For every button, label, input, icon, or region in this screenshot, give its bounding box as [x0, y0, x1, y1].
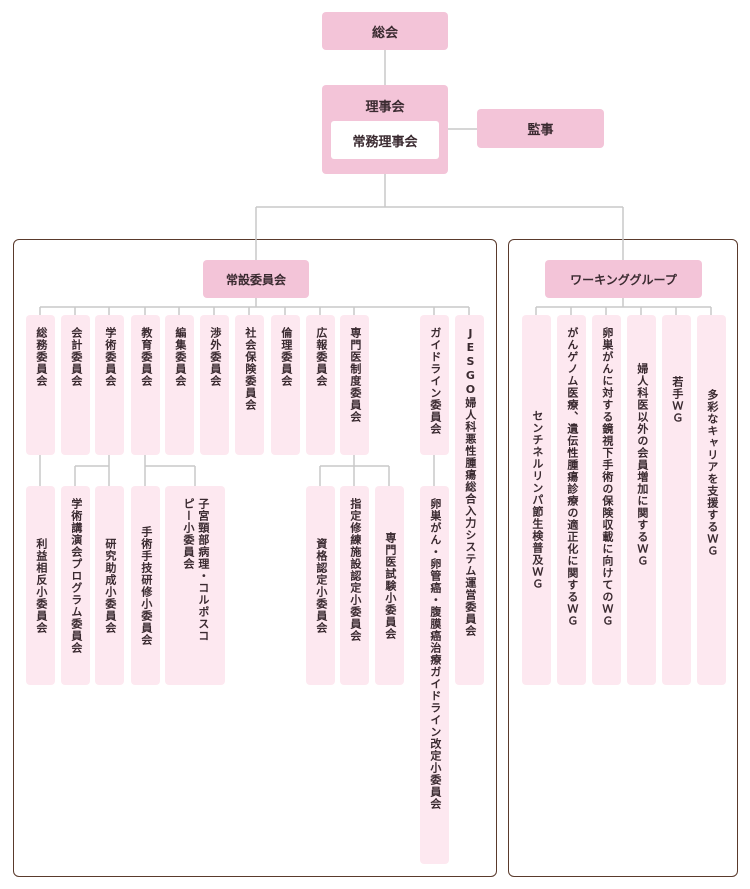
wg-cancer-genome: がんゲノム医療、遺伝性腫瘍診療の適正化に関するＷＧ: [557, 315, 586, 685]
committee-label: JESGO婦人科悪性腫瘍総合入力システム運営委員会: [463, 327, 477, 637]
board-label: 理事会: [365, 100, 405, 115]
wg-young-members: 若手ＷＧ: [662, 315, 691, 685]
subcommittee-label: 専門医試験小委員会: [383, 531, 397, 640]
wg-label: がんゲノム医療、遺伝性腫瘍診療の適正化に関するＷＧ: [565, 327, 579, 627]
committee-label: 学術委員会: [103, 327, 117, 387]
wg-label: センチネルリンパ節生検普及ＷＧ: [530, 410, 544, 590]
committee-label: 渉外委員会: [208, 327, 222, 387]
committee-label: 専門医制度委員会: [348, 327, 362, 423]
committee-label: 教育委員会: [139, 327, 153, 387]
committee-education: 教育委員会: [131, 315, 160, 455]
wg-laparoscopic-insurance: 卵巣がんに対する鏡視下手術の保険収載に向けてのＷＧ: [592, 315, 621, 685]
committee-label: 総務委員会: [34, 327, 48, 387]
committee-accounting: 会計委員会: [61, 315, 90, 455]
wg-label: 多彩なキャリアを支援するＷＧ: [705, 388, 719, 557]
subcommittee-cervical-pathology: 子宮頸部病理・コルポスコピー小委員会: [165, 486, 225, 685]
subcommittee-label: 卵巣がん・卵管癌・腹膜癌治療ガイドライン改定小委員会: [428, 498, 442, 810]
standing-committee-title: 常設委員会: [225, 272, 286, 287]
committee-specialist-system: 専門医制度委員会: [340, 315, 369, 455]
standing-committee-header: 常設委員会: [203, 260, 309, 298]
general-assembly-box: 総会: [322, 12, 448, 50]
wg-label: 若手ＷＧ: [670, 376, 684, 424]
committee-label: 広報委員会: [314, 327, 328, 387]
subcommittee-label: 学術講演会プログラム委員会: [69, 498, 83, 654]
subcommittee-label: 指定修練施設認定小委員会: [348, 498, 362, 642]
subcommittee-surgical-training: 手術手技研修小委員会: [131, 486, 160, 685]
wg-sentinel-lymph-node: センチネルリンパ節生検普及ＷＧ: [522, 315, 551, 685]
subcommittee-qualification: 資格認定小委員会: [306, 486, 335, 685]
committee-editorial: 編集委員会: [165, 315, 194, 455]
executive-board-label: 常務理事会: [352, 134, 418, 150]
wg-diverse-career: 多彩なキャリアを支援するＷＧ: [697, 315, 726, 685]
committee-external-affairs: 渉外委員会: [200, 315, 229, 455]
working-group-header: ワーキンググループ: [545, 260, 702, 298]
general-assembly-label: 総会: [371, 25, 398, 41]
working-group-title: ワーキンググループ: [570, 272, 677, 287]
committee-label: 倫理委員会: [279, 327, 293, 387]
subcommittee-specialist-exam: 専門医試験小委員会: [375, 486, 404, 685]
subcommittee-label: 手術手技研修小委員会: [139, 525, 153, 646]
committee-label: ガイドライン委員会: [428, 327, 442, 435]
wg-label: 婦人科医以外の会員増加に関するＷＧ: [635, 363, 649, 567]
subcommittee-label: 利益相反小委員会: [34, 537, 48, 634]
subcommittee-research-grant: 研究助成小委員会: [95, 486, 124, 685]
subcommittee-label: 資格認定小委員会: [314, 537, 328, 634]
committee-label: 編集委員会: [173, 327, 187, 387]
committee-general-affairs: 総務委員会: [26, 315, 55, 455]
auditor-label: 監事: [527, 123, 554, 138]
committee-public-relations: 広報委員会: [306, 315, 335, 455]
subcommittee-academic-program: 学術講演会プログラム委員会: [61, 486, 90, 685]
committee-label: 社会保険委員会: [243, 327, 257, 411]
auditor-box: 監事: [477, 109, 604, 148]
board-box: 理事会 常務理事会: [322, 85, 448, 174]
executive-board-box: 常務理事会: [331, 121, 439, 159]
subcommittee-conflict-of-interest: 利益相反小委員会: [26, 486, 55, 685]
committee-label: 会計委員会: [69, 327, 83, 387]
wg-label: 卵巣がんに対する鏡視下手術の保険収載に向けてのＷＧ: [600, 327, 614, 627]
committee-jesgo: JESGO婦人科悪性腫瘍総合入力システム運営委員会: [455, 315, 484, 685]
wg-member-growth: 婦人科医以外の会員増加に関するＷＧ: [627, 315, 656, 685]
committee-academic: 学術委員会: [95, 315, 124, 455]
committee-social-insurance: 社会保険委員会: [235, 315, 264, 455]
subcommittee-training-facility: 指定修練施設認定小委員会: [340, 486, 369, 685]
subcommittee-ovarian-guideline: 卵巣がん・卵管癌・腹膜癌治療ガイドライン改定小委員会: [420, 486, 449, 864]
subcommittee-label: 研究助成小委員会: [103, 537, 117, 634]
subcommittee-label: 子宮頸部病理・コルポスコピー小委員会: [182, 498, 210, 642]
committee-ethics: 倫理委員会: [271, 315, 300, 455]
committee-guideline: ガイドライン委員会: [420, 315, 449, 455]
